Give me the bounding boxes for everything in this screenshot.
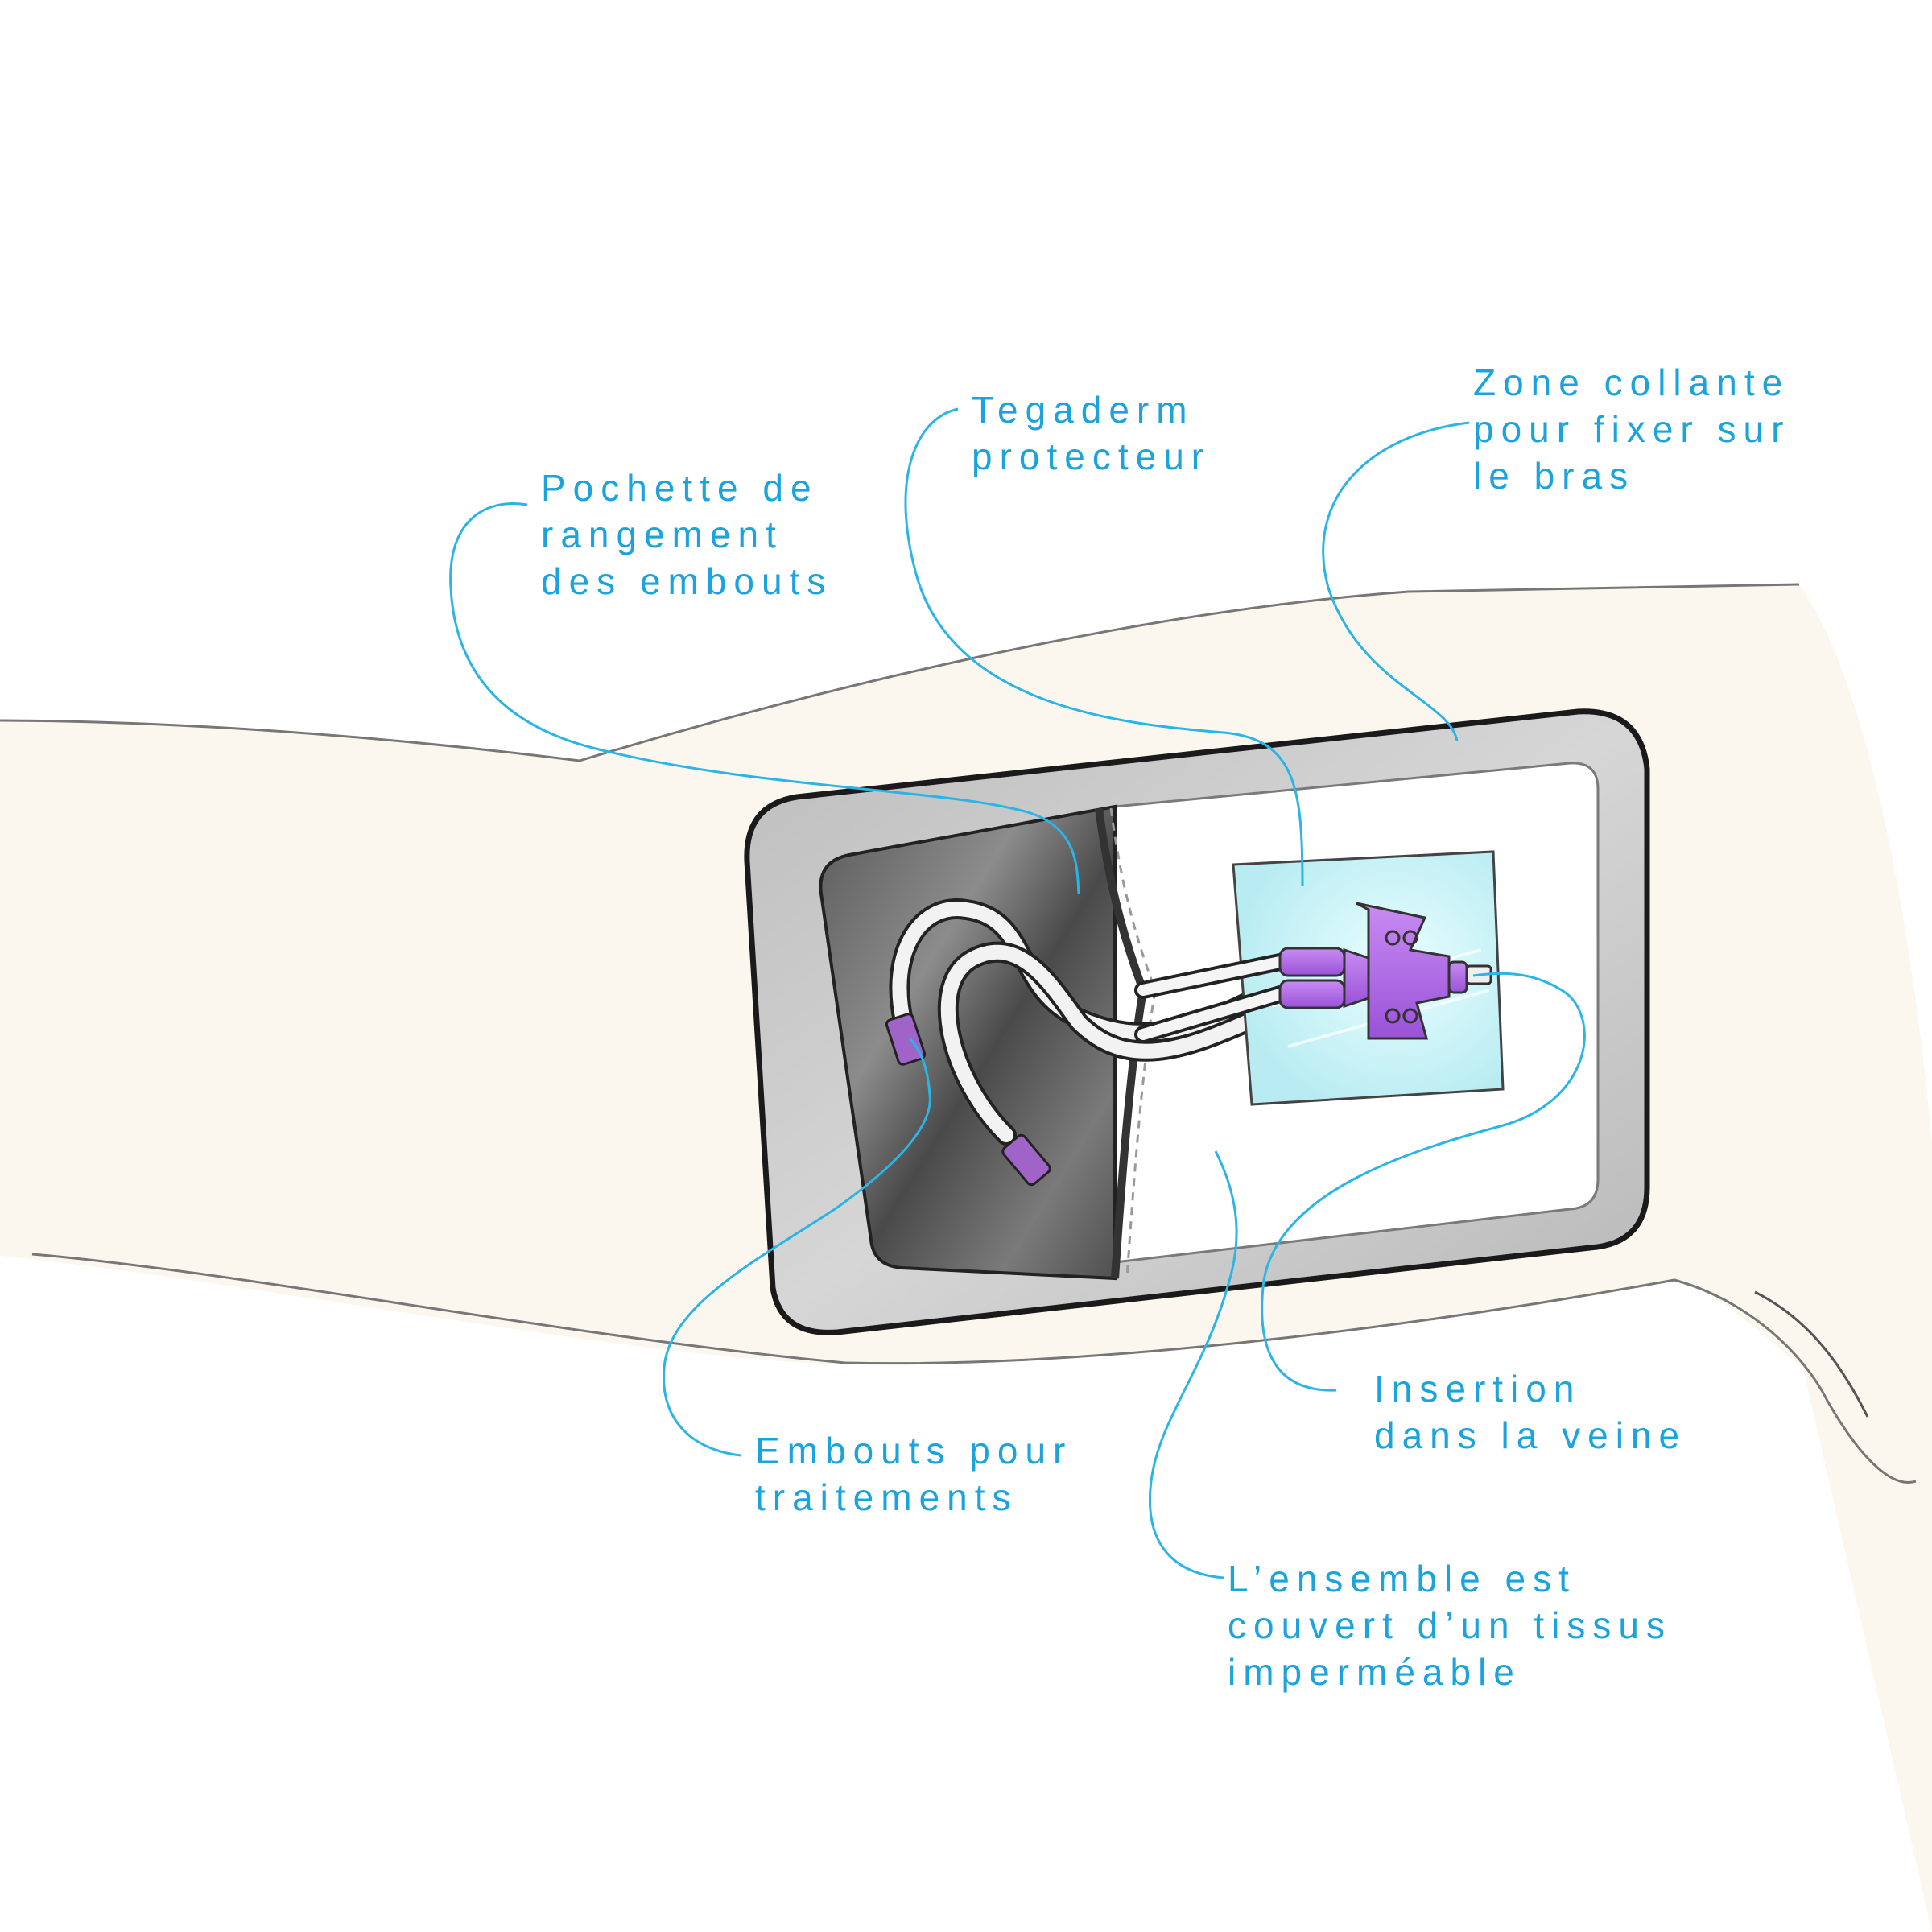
label-pochette-line-2: rangement <box>541 511 832 558</box>
label-pochette-line-3: des embouts <box>541 558 832 605</box>
label-ensemble-line-3: imperméable <box>1228 1649 1672 1695</box>
label-insertion: Insertion dans la veine <box>1374 1365 1686 1459</box>
label-embouts: Embouts pour traitements <box>755 1427 1072 1521</box>
label-zone-line-3: le bras <box>1473 452 1790 499</box>
label-insertion-line-2: dans la veine <box>1374 1412 1686 1459</box>
label-ensemble-line-2: couvert d’un tissus <box>1228 1602 1672 1649</box>
label-tegaderm-line-2: protecteur <box>972 433 1211 480</box>
label-zone-line-1: Zone collante <box>1473 359 1790 406</box>
label-tegaderm-line-1: Tegaderm <box>972 386 1211 433</box>
label-embouts-line-1: Embouts pour <box>755 1427 1072 1474</box>
label-zone-line-2: pour fixer sur <box>1473 406 1790 452</box>
label-pochette-line-1: Pochette de <box>541 464 832 511</box>
label-ensemble-line-1: L’ensemble est <box>1228 1555 1672 1602</box>
label-zone-collante: Zone collante pour fixer sur le bras <box>1473 359 1790 499</box>
label-ensemble: L’ensemble est couvert d’un tissus imper… <box>1228 1555 1672 1695</box>
label-tegaderm: Tegaderm protecteur <box>972 386 1211 480</box>
label-embouts-line-2: traitements <box>755 1474 1072 1521</box>
storage-pocket <box>820 807 1115 1278</box>
label-pochette: Pochette de rangement des embouts <box>541 464 832 605</box>
label-insertion-line-1: Insertion <box>1374 1365 1686 1412</box>
